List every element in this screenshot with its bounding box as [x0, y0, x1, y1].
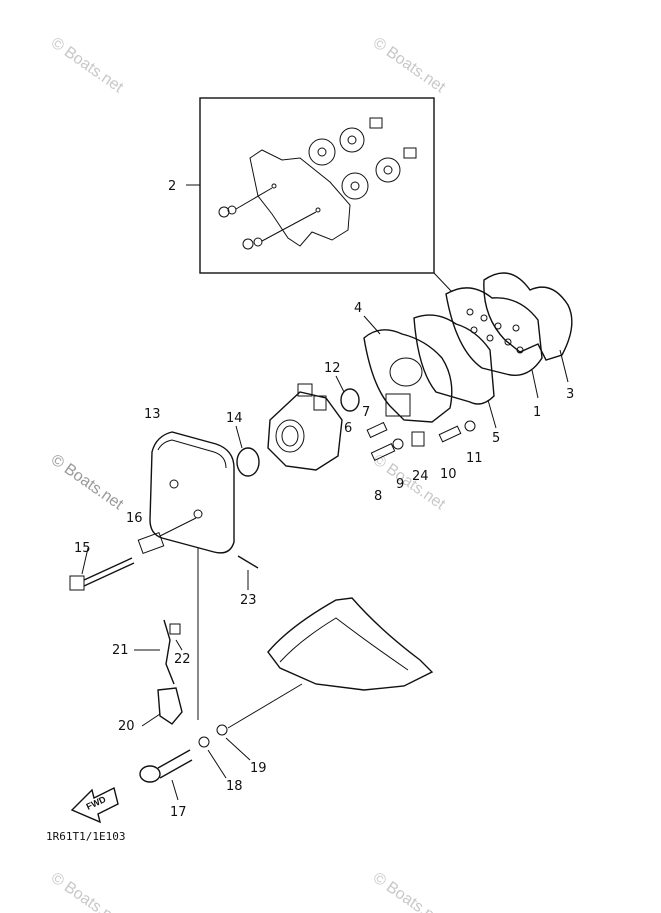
callout-14: 14	[226, 411, 243, 426]
bolt-15	[69, 557, 135, 591]
callout-17: 17	[170, 805, 187, 820]
washer-9	[392, 438, 404, 450]
leader-lines	[81, 184, 569, 801]
callout-13: 13	[144, 407, 161, 422]
callout-2: 2	[168, 179, 176, 194]
callout-24: 24	[412, 469, 429, 484]
callout-18: 18	[226, 779, 243, 794]
callout-3: 3	[566, 387, 574, 402]
o-ring-14	[236, 447, 260, 477]
callout-9: 9	[396, 477, 404, 492]
callout-16: 16	[126, 511, 143, 526]
callouts: 1 2 3 4 5 6 7 8 9 10 11 12 13 14 15 16 1…	[74, 179, 574, 820]
o-ring-12	[340, 388, 360, 412]
nut-18	[198, 736, 210, 748]
choke-rod-21	[163, 619, 175, 685]
choke-knob-17	[139, 749, 193, 783]
gasket-3	[483, 272, 573, 361]
reed-petal	[308, 127, 401, 200]
watermark: © Boats.net	[48, 869, 127, 913]
callout-23: 23	[240, 593, 257, 608]
callout-11: 11	[466, 451, 483, 466]
inset-cover-assembly	[199, 97, 453, 293]
callout-15: 15	[74, 541, 91, 556]
carburetor	[267, 383, 343, 471]
callout-21: 21	[112, 643, 129, 658]
hull	[267, 597, 434, 691]
callout-4: 4	[354, 301, 362, 316]
pin-23	[237, 555, 259, 569]
callout-22: 22	[174, 652, 191, 667]
bolt-6	[366, 421, 388, 439]
callout-19: 19	[250, 761, 267, 776]
callout-12: 12	[324, 361, 341, 376]
clip-22	[169, 623, 181, 635]
watermark: © Boats.net	[370, 34, 449, 96]
washer-19	[216, 724, 228, 736]
intake-manifold-4	[363, 329, 453, 423]
gasket-5	[413, 314, 495, 405]
callout-20: 20	[118, 719, 135, 734]
bolt-8	[370, 443, 396, 461]
plate-holes	[466, 308, 524, 354]
watermark: © Boats.net	[370, 869, 449, 913]
callout-6: 6	[344, 421, 352, 436]
watermark: © Boats.net	[48, 451, 127, 513]
reed-valve-plate-1	[445, 287, 543, 376]
callout-10: 10	[440, 467, 457, 482]
watermark: © Boats.net	[48, 34, 127, 96]
washer-11	[464, 420, 476, 432]
callout-8: 8	[374, 489, 382, 504]
watermark: © Boats.net	[370, 451, 449, 513]
bracket-24	[411, 431, 425, 447]
drawing-code: 1R61T1/1E103	[46, 830, 125, 843]
callout-1: 1	[533, 405, 541, 420]
callout-5: 5	[492, 431, 500, 446]
callout-7: 7	[362, 405, 370, 420]
collar-16	[137, 517, 197, 554]
fwd-label: FWD	[85, 794, 108, 812]
bolt-10	[438, 425, 462, 443]
fwd-arrow-icon: FWD	[70, 786, 119, 824]
choke-lever-20	[157, 687, 183, 725]
